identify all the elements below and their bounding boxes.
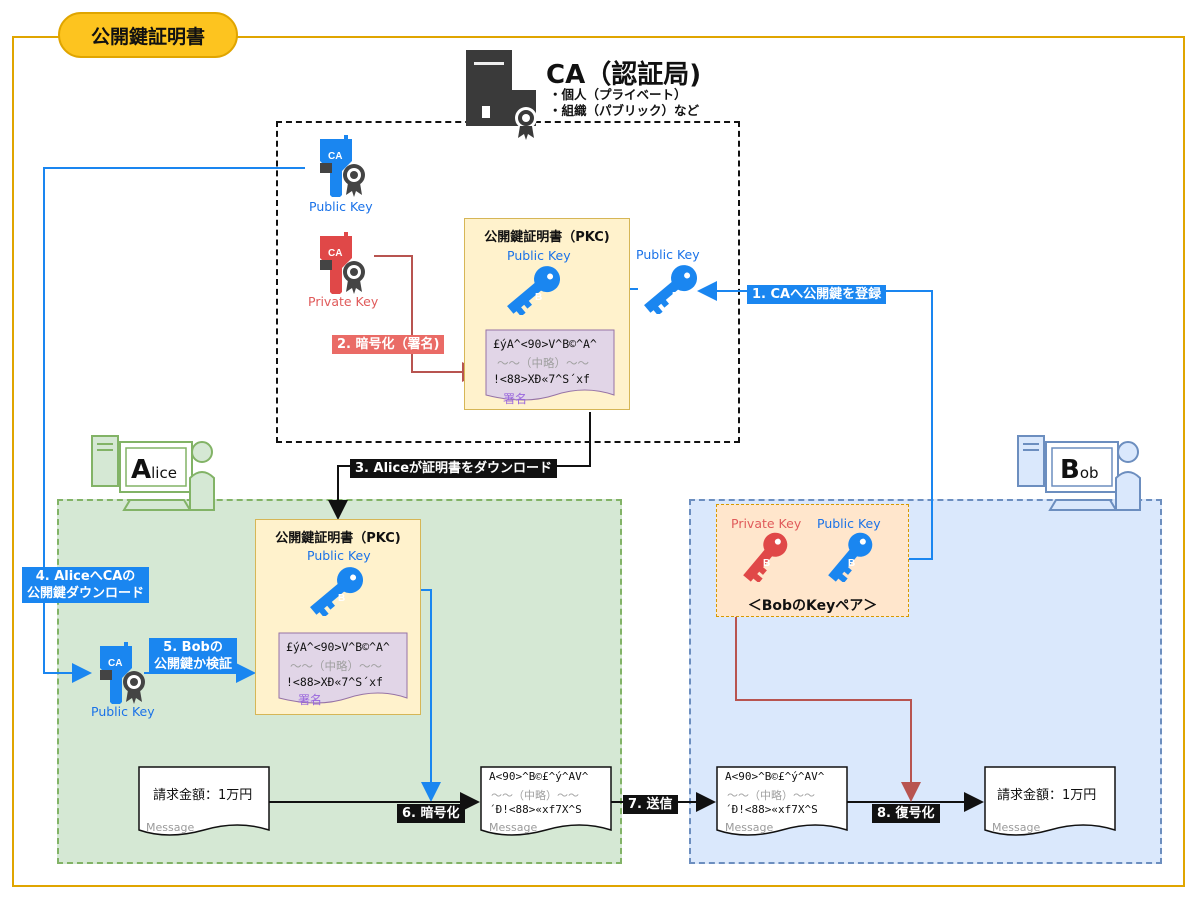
ca-certificate-key-icon-blue: CA (100, 642, 145, 704)
ca-certificate-key-icon-blue: CA (320, 135, 365, 197)
server-certificate-icon (466, 50, 537, 140)
alice-pkc-card: 公開鍵証明書（PKC) Public Key B £ýA^<90>V^B©^A^… (255, 519, 421, 715)
svg-text:B: B (672, 291, 679, 302)
signature-block (485, 329, 615, 401)
alice-cipher-line1: A<90>^B©£^ý^AV^ (489, 770, 589, 783)
bob-name: Bob (1060, 455, 1099, 485)
ca-private-key-label: Private Key (308, 294, 379, 309)
bob-cipher-line2: 〜〜（中略）〜〜 (727, 789, 815, 802)
cipher-message-doc (716, 766, 848, 836)
signature-block (278, 632, 408, 704)
svg-text:CA: CA (328, 151, 342, 162)
plain-message-doc (984, 766, 1116, 836)
bob-plain-message-text: 請求金額：1万円 (997, 788, 1097, 803)
key-icon: B (310, 567, 364, 616)
bob-cipher-line3: ´Ð!<88>«xf7X^S (725, 803, 818, 816)
alice-pkc-title: 公開鍵証明書（PKC) (275, 531, 401, 546)
step6-label: 6. 暗号化 (397, 804, 465, 823)
alice-pkc-sig-line2: 〜〜（中略）〜〜 (290, 659, 382, 673)
key-icon: B (743, 532, 788, 582)
bob-public-key-label: Public Key (817, 516, 881, 531)
ca-pkc-title: 公開鍵証明書（PKC) (484, 230, 610, 245)
alice-plain-message-text: 請求金額：1万円 (153, 788, 253, 803)
step8-label: 8. 復号化 (872, 804, 940, 823)
cipher-message-doc (480, 766, 612, 836)
step2-label: 2. 暗号化（署名) (332, 335, 445, 354)
bob-cipher-line1: A<90>^B©£^ý^AV^ (725, 770, 825, 783)
computer-user-icon (91, 435, 215, 511)
computer-user-icon (1017, 435, 1141, 511)
bob-keypair-label: ＜BobのKeyペア＞ (747, 598, 878, 614)
ca-item-organization: ・組織（パブリック）など (549, 103, 700, 118)
ca-pkc-sig-label: 署名 (503, 392, 528, 406)
bob-cipher-label: Message (725, 821, 774, 834)
alice-cipher-line2: 〜〜（中略）〜〜 (491, 789, 579, 802)
alice-cipher-label: Message (489, 821, 538, 834)
alice-pkc-sig-line1: £ýA^<90>V^B©^A^ (286, 640, 390, 654)
key-icon: B (828, 532, 873, 582)
alice-ca-key-label: Public Key (91, 704, 155, 719)
ca-certificate-key-icon-red: CA (320, 232, 365, 294)
page-title: 公開鍵証明書 (58, 12, 238, 58)
bob-private-key-label: Private Key (731, 516, 802, 531)
ca-bob-key-label: Public Key (636, 247, 700, 262)
ca-pkc-card: 公開鍵証明書（PKC) Public Key B £ýA^<90>V^B©^A^… (464, 218, 630, 410)
alice-pkc-public-key-label: Public Key (307, 548, 371, 563)
key-icon: B (507, 266, 561, 315)
svg-text:CA: CA (328, 248, 342, 259)
ca-pkc-sig-line2: 〜〜（中略）〜〜 (497, 356, 589, 370)
ca-item-individual: ・個人（プライベート） (549, 87, 687, 102)
ca-public-key-label: Public Key (309, 199, 373, 214)
ca-pkc-public-key-label: Public Key (507, 248, 571, 263)
step4-label: 4. AliceへCAの 公開鍵ダウンロード (22, 567, 150, 603)
alice-pkc-sig-label: 署名 (298, 693, 323, 707)
arrow-step4 (43, 167, 305, 683)
step3-label: 3. Aliceが証明書をダウンロード (350, 459, 558, 478)
step7-label: 7. 送信 (623, 795, 678, 814)
bob-plain-message-label: Message (992, 821, 1041, 834)
alice-cipher-line3: ´Ð!<88>«xf7X^S (489, 803, 582, 816)
arrow-private-key-decrypt (735, 585, 921, 802)
alice-name: Alice (131, 455, 177, 485)
ca-title: CA（認証局) (546, 60, 702, 90)
svg-text:B: B (535, 292, 542, 303)
bob-keypair-box: Private Key Public Key ＜BobのKeyペア＞ (716, 504, 909, 617)
ca-pkc-sig-line1: £ýA^<90>V^B©^A^ (493, 337, 597, 351)
step5-label: 5. Bobの 公開鍵か検証 (149, 638, 238, 674)
alice-pkc-sig-line3: !<88>XÐ«7^S´xf (286, 675, 383, 689)
svg-text:B: B (848, 558, 855, 569)
outer-frame (12, 36, 1185, 887)
svg-text:CA: CA (108, 658, 122, 669)
key-icon: B (644, 265, 698, 314)
arrow-step2 (374, 255, 482, 382)
alice-plain-message-label: Message (146, 821, 195, 834)
plain-message-doc (138, 766, 270, 836)
ca-pkc-sig-line3: !<88>XÐ«7^S´xf (493, 372, 590, 386)
svg-text:B: B (338, 593, 345, 604)
svg-text:B: B (763, 558, 770, 569)
step1-label: 1. CAへ公開鍵を登録 (747, 285, 887, 304)
